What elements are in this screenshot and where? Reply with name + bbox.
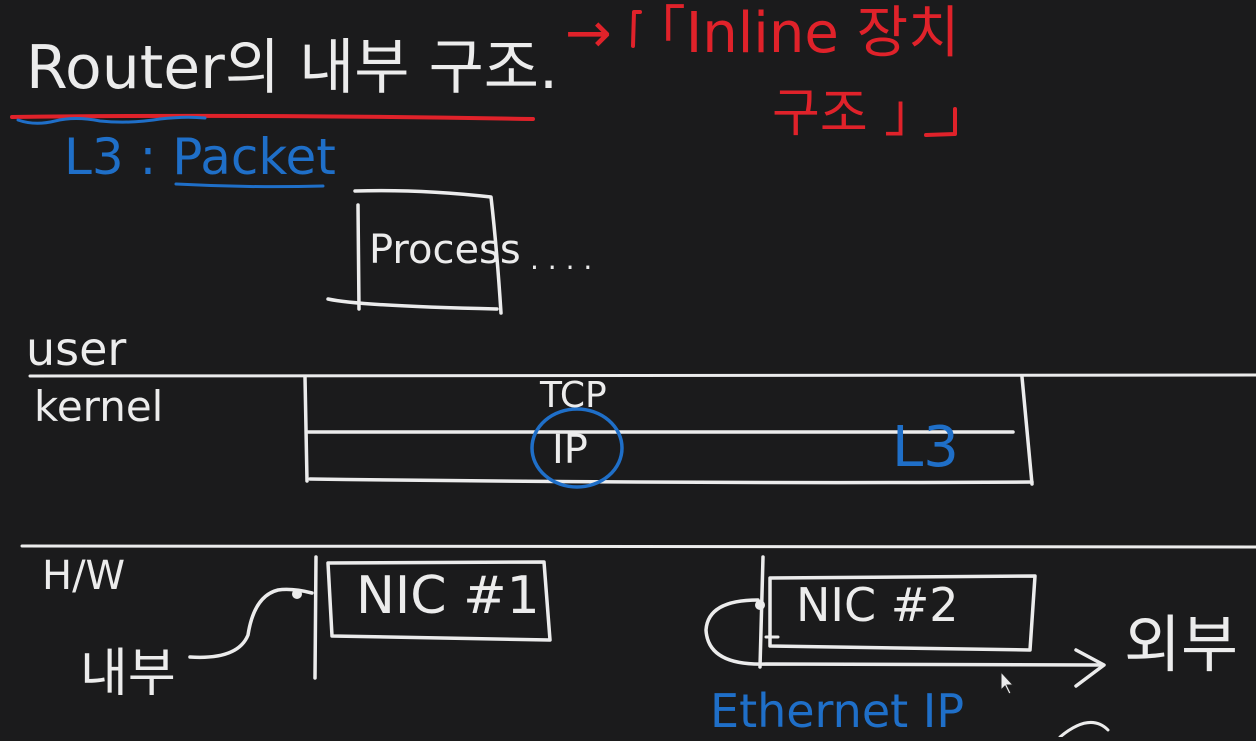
title-underline [10,113,535,121]
outside-arrow-head [1074,648,1106,688]
nic2-connector [755,600,765,610]
red-open-bracket [631,10,642,48]
nic2-port-line [758,555,765,669]
packet-underline [174,182,325,189]
kernel-box-left [303,375,309,483]
nic2-box [768,574,1037,652]
process-box-top-right [353,188,503,315]
router-underline [16,115,207,125]
cursor-icon [1000,670,1015,695]
kernel-box-bottom [308,477,1034,485]
kernel-hw-divider [20,544,1256,549]
nic1-box [326,560,552,642]
partial-arc [1058,721,1110,739]
process-box-left [356,203,361,311]
red-close-bracket [924,107,957,137]
kernel-box-right [1020,375,1034,486]
nic1-connector [292,589,302,599]
process-box-bottom [326,297,499,311]
inside-cable [188,587,314,660]
nic1-port-line [313,555,318,680]
kernel-layer-divider [306,429,1015,434]
ip-circle [530,407,624,489]
user-kernel-divider [28,373,1256,378]
outside-cable [704,598,1104,667]
